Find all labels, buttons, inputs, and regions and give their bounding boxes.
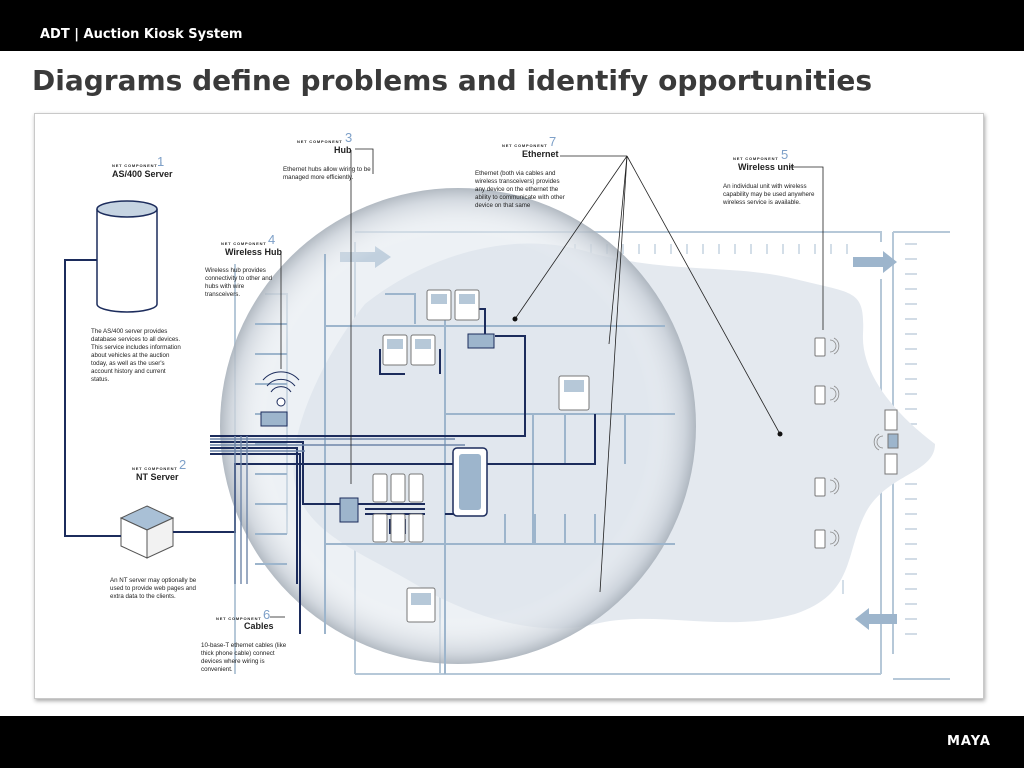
as400-description: The AS/400 server provides database serv… bbox=[91, 328, 181, 383]
wireless-hub bbox=[260, 371, 300, 427]
hub-name: Hub bbox=[334, 145, 352, 155]
wireless-hub-description: Wireless hub provides connectivity to ot… bbox=[205, 267, 273, 298]
hub-number: 3 bbox=[345, 130, 353, 145]
header-title: ADT | Auction Kiosk System bbox=[40, 27, 243, 42]
ethernet-name: Ethernet bbox=[522, 149, 559, 159]
nt-server-description: An NT server may optionally be used to p… bbox=[110, 577, 197, 600]
wireless-unit-tag: NET COMPONENT bbox=[733, 156, 779, 161]
as400-name: AS/400 Server bbox=[112, 169, 173, 179]
slide-heading: Diagrams define problems and identify op… bbox=[32, 64, 873, 97]
cable-bundle bbox=[210, 436, 465, 584]
nt-server-tag: NET COMPONENT bbox=[132, 466, 178, 471]
wireless-unit-name: Wireless unit bbox=[738, 162, 794, 172]
ethernet-description: Ethernet (both via cables and wireless t… bbox=[475, 170, 565, 209]
nt-server-name: NT Server bbox=[136, 472, 179, 482]
wireless-hub-tag: NET COMPONENT bbox=[221, 241, 267, 246]
diagram-artwork bbox=[64, 148, 950, 680]
lens-lot-grid bbox=[255, 254, 675, 674]
callout-leaders bbox=[160, 148, 824, 618]
nt-server-cube bbox=[119, 505, 175, 559]
as400-number: 1 bbox=[157, 154, 165, 169]
footer-bar bbox=[0, 716, 1024, 768]
nt-server-number: 2 bbox=[179, 457, 187, 472]
ethernet-tag: NET COMPONENT bbox=[502, 143, 548, 148]
as400-server-cylinder bbox=[96, 200, 158, 313]
cables-number: 6 bbox=[263, 607, 271, 622]
wired-hub bbox=[339, 497, 359, 523]
header-bar: ADT | Auction Kiosk System bbox=[0, 0, 1024, 51]
wireless-unit-description: An individual unit with wireless capabil… bbox=[723, 183, 815, 206]
wireless-unit-number: 5 bbox=[781, 147, 789, 162]
callout-dots bbox=[512, 316, 783, 437]
cables-tag: NET COMPONENT bbox=[216, 616, 262, 621]
ethernet-number: 7 bbox=[549, 134, 557, 149]
hub-description: Ethernet hubs allow wiring to be managed… bbox=[283, 166, 371, 181]
network-diagram: NET COMPONENT 1 AS/400 Server The AS/400… bbox=[34, 113, 984, 699]
hub-tag: NET COMPONENT bbox=[297, 139, 343, 144]
wireless-units bbox=[814, 337, 899, 549]
cables-name: Cables bbox=[244, 621, 274, 631]
cables-description: 10-base-T ethernet cables (like thick ph… bbox=[201, 642, 287, 673]
as400-tag: NET COMPONENT bbox=[112, 163, 158, 168]
wireless-hub-name: Wireless Hub bbox=[225, 247, 282, 257]
wireless-hub-number: 4 bbox=[268, 232, 276, 247]
maya-logo: MAYA bbox=[947, 734, 991, 749]
ethernet-hub bbox=[467, 333, 495, 349]
